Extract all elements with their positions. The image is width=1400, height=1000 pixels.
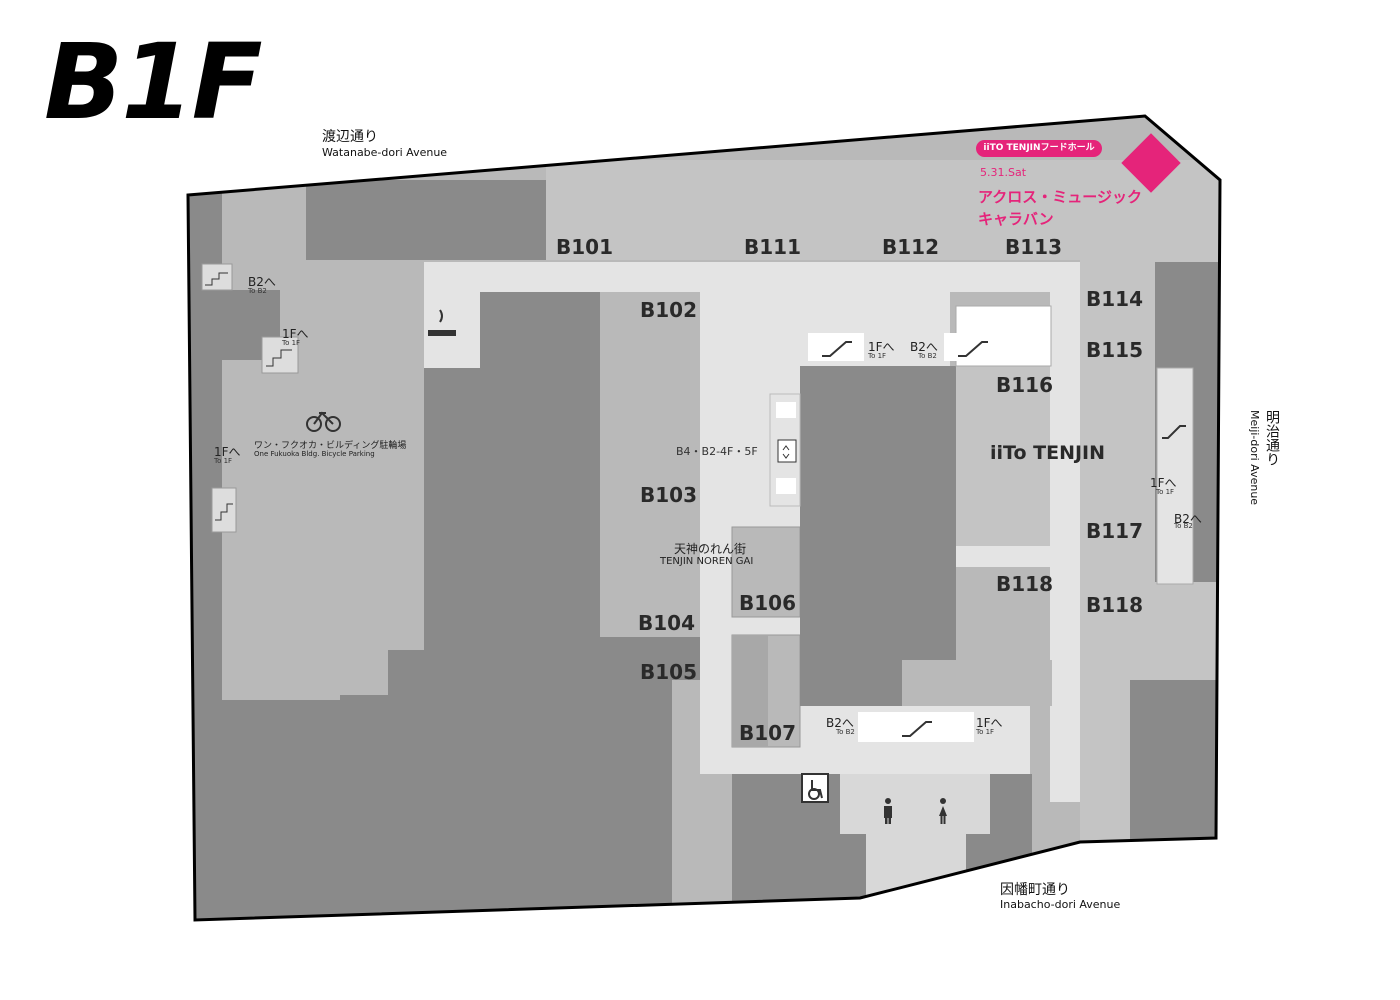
noren-gai-label-jp: 天神のれん街 (674, 542, 747, 556)
b101-area (546, 160, 732, 260)
shop-b115[interactable]: B115 (1086, 338, 1143, 362)
shop-b103[interactable]: B103 (640, 483, 697, 507)
shop-b117[interactable]: B117 (1086, 519, 1143, 543)
shop-b101[interactable]: B101 (556, 235, 613, 259)
core-block (800, 366, 956, 706)
shop-b105[interactable]: B105 (640, 660, 697, 684)
bicycle-parking-label-en: One Fukuoka Bldg. Bicycle Parking (254, 450, 375, 458)
floor-title: B1F (44, 21, 263, 143)
b118-inner-area (956, 567, 1050, 637)
escalator-north-to-1f-jp: 1Fへ (868, 340, 895, 354)
bicycle-icon (306, 411, 341, 432)
stairs-to-1f-jp: 1Fへ (282, 327, 309, 341)
b106-area (731, 526, 801, 618)
escalator-east-to-b2-jp: B2へ (1174, 512, 1202, 526)
stairs-to-b2-en: To B2 (248, 287, 267, 295)
escalator-north-to-b2-jp: B2へ (910, 340, 938, 354)
escalator-icon-4 (1162, 425, 1186, 439)
escalator-icon-1 (822, 341, 852, 357)
event-badge: iiTO TENJINフードホール (976, 140, 1102, 157)
street-south-en: Inabacho-dori Avenue (1000, 898, 1121, 911)
shop-b118-outer[interactable]: B118 (1086, 593, 1143, 617)
street-north-en: Watanabe-dori Avenue (322, 146, 448, 159)
wheelchair-icon (801, 773, 829, 803)
escalator-icon-3 (902, 721, 932, 737)
escalator-south-to-1f-en: To 1F (976, 728, 995, 736)
shop-b113[interactable]: B113 (1005, 235, 1062, 259)
event-marker (1121, 133, 1181, 193)
elevator-icon (777, 439, 797, 463)
southeast-block (1130, 680, 1220, 840)
north-dark-block (306, 180, 546, 260)
stairs-icon-2 (261, 336, 299, 374)
event-date: 5.31.Sat (980, 166, 1027, 179)
event-name-line1: アクロス・ミュージック (978, 188, 1142, 206)
shop-b116[interactable]: B116 (996, 373, 1053, 397)
noren-gai-label-en: TENJIN NOREN GAI (660, 556, 754, 567)
event-name-line2: キャラバン (978, 210, 1054, 228)
shop-b114[interactable]: B114 (1086, 287, 1143, 311)
bicycle-parking-label-jp: ワン・フクオカ・ビルディング駐輪場 (254, 441, 407, 451)
stairs-west-to-1f-jp: 1Fへ (214, 445, 241, 459)
b103-area (600, 397, 700, 509)
shop-b112[interactable]: B112 (882, 235, 939, 259)
stairs-to-1f-en: To 1F (282, 339, 301, 347)
escalator-north-to-1f-en: To 1F (868, 352, 887, 360)
escalator-east-to-1f-en: To 1F (1156, 488, 1175, 496)
escalator-east-to-1f-jp: 1Fへ (1150, 476, 1177, 490)
elevator-floors-label: B4・B2-4F・5F (676, 445, 758, 458)
womens-restroom-icon (939, 798, 947, 824)
shop-b106[interactable]: B106 (739, 591, 796, 615)
escalator-east-to-b2-en: To B2 (1174, 522, 1193, 530)
stairs-icon-1 (201, 263, 233, 291)
street-east-jp: 明治通り (1264, 410, 1280, 466)
stairs-icon-3 (211, 487, 237, 533)
iito-tenjin-label: iiTo TENJIN (990, 442, 1106, 464)
escalator-south-to-b2-en: To B2 (836, 728, 855, 736)
escalator-south-to-1f-jp: 1Fへ (976, 716, 1003, 730)
street-east-en: Meiji-dori Avenue (1248, 410, 1261, 506)
north-corridor (424, 262, 1080, 292)
b102-area (600, 292, 700, 397)
stairs-west-to-1f-en: To 1F (214, 457, 233, 465)
shop-b104[interactable]: B104 (638, 611, 695, 635)
escalator-south-to-b2-jp: B2へ (826, 716, 854, 730)
shop-b111[interactable]: B111 (744, 235, 801, 259)
street-south-jp: 因幡町通り (1000, 882, 1070, 898)
iito-area (956, 366, 1050, 546)
east-corridor (1050, 262, 1080, 802)
shop-b107[interactable]: B107 (739, 721, 796, 745)
mens-restroom-icon (884, 798, 892, 824)
shop-b102[interactable]: B102 (640, 298, 697, 322)
smoking-icon (428, 309, 456, 336)
street-north-jp: 渡辺通り (322, 129, 378, 145)
escalator-icon-2 (958, 341, 988, 357)
shop-b118-inner[interactable]: B118 (996, 572, 1053, 596)
b104-area (600, 509, 700, 637)
central-west-block (424, 290, 604, 920)
stairs-to-b2-jp: B2へ (248, 275, 276, 289)
escalator-north-to-b2-en: To B2 (918, 352, 937, 360)
